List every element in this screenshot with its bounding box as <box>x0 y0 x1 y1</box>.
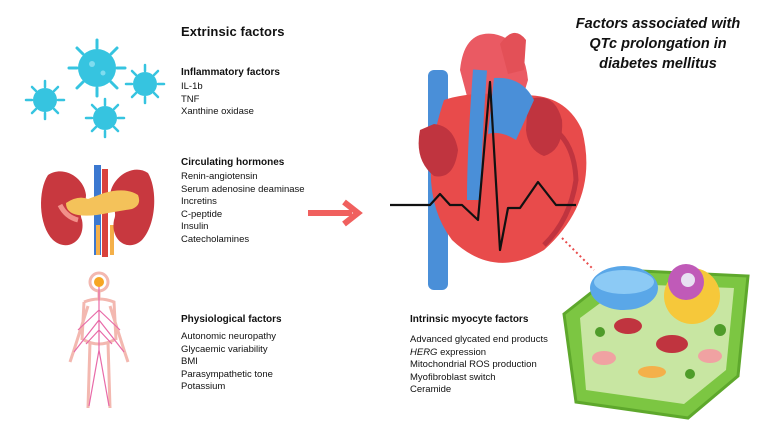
cell-icon <box>562 264 750 420</box>
intrinsic-group: Intrinsic myocyte factors Advanced glyca… <box>410 314 548 397</box>
hormones-item: C-peptide <box>181 208 223 220</box>
intrinsic-item: Advanced glycated end products <box>410 334 548 345</box>
virus-icon <box>84 97 126 139</box>
figure-title: Factors associated with QTc prolongation… <box>560 14 756 74</box>
heart-icon <box>418 32 587 290</box>
inflammatory-group: Inflammatory factors IL-1b TNF Xanthine … <box>181 67 280 119</box>
hormones-item: Insulin <box>181 221 209 233</box>
virus-cluster <box>24 38 166 139</box>
inflammatory-item: IL-1b <box>181 81 203 92</box>
hormones-item: Renin-angiotensin <box>181 171 258 182</box>
title-line-3: diabetes mellitus <box>599 56 717 72</box>
hormones-group: Circulating hormones Renin-angiotensin S… <box>181 157 305 247</box>
physiological-title: Physiological factors <box>181 314 282 325</box>
herg-suffix: expression <box>437 346 487 358</box>
hormones-item: Incretins <box>181 196 217 208</box>
herg-label: HERG <box>410 346 438 358</box>
physiological-item: Autonomic neuropathy <box>181 331 277 342</box>
physiological-item: Potassium <box>181 381 226 393</box>
hormones-item: Serum adenosine deaminase <box>181 183 305 195</box>
inflammatory-title: Inflammatory factors <box>181 67 280 78</box>
extrinsic-heading: Extrinsic factors <box>181 24 285 39</box>
title-line-1: Factors associated with <box>575 16 741 32</box>
virus-icon <box>24 79 66 121</box>
virus-icon <box>124 63 166 105</box>
nervous-system-icon <box>68 271 130 409</box>
kidney-icon <box>41 165 155 257</box>
physiological-item: Glycaemic variability <box>181 343 268 355</box>
hormones-title: Circulating hormones <box>181 157 285 168</box>
inflammatory-item: Xanthine oxidase <box>181 106 254 118</box>
title-line-2: QTc prolongation in <box>589 36 727 52</box>
arrow-icon <box>308 199 363 227</box>
physiological-item: BMI <box>181 356 198 368</box>
ecg-trace <box>390 80 576 252</box>
physiological-item: Parasympathetic tone <box>181 368 273 380</box>
virus-icon <box>67 38 127 98</box>
intrinsic-item: Mitochondrial ROS production <box>410 359 537 371</box>
intrinsic-item: HERG expression <box>410 347 548 360</box>
intrinsic-item: Myofibroblast switch <box>410 371 496 383</box>
physiological-group: Physiological factors Autonomic neuropat… <box>181 314 282 394</box>
intrinsic-item: Ceramide <box>410 384 452 396</box>
hormones-item: Catecholamines <box>181 233 250 245</box>
intrinsic-title: Intrinsic myocyte factors <box>410 314 529 325</box>
inflammatory-item: TNF <box>181 93 200 105</box>
